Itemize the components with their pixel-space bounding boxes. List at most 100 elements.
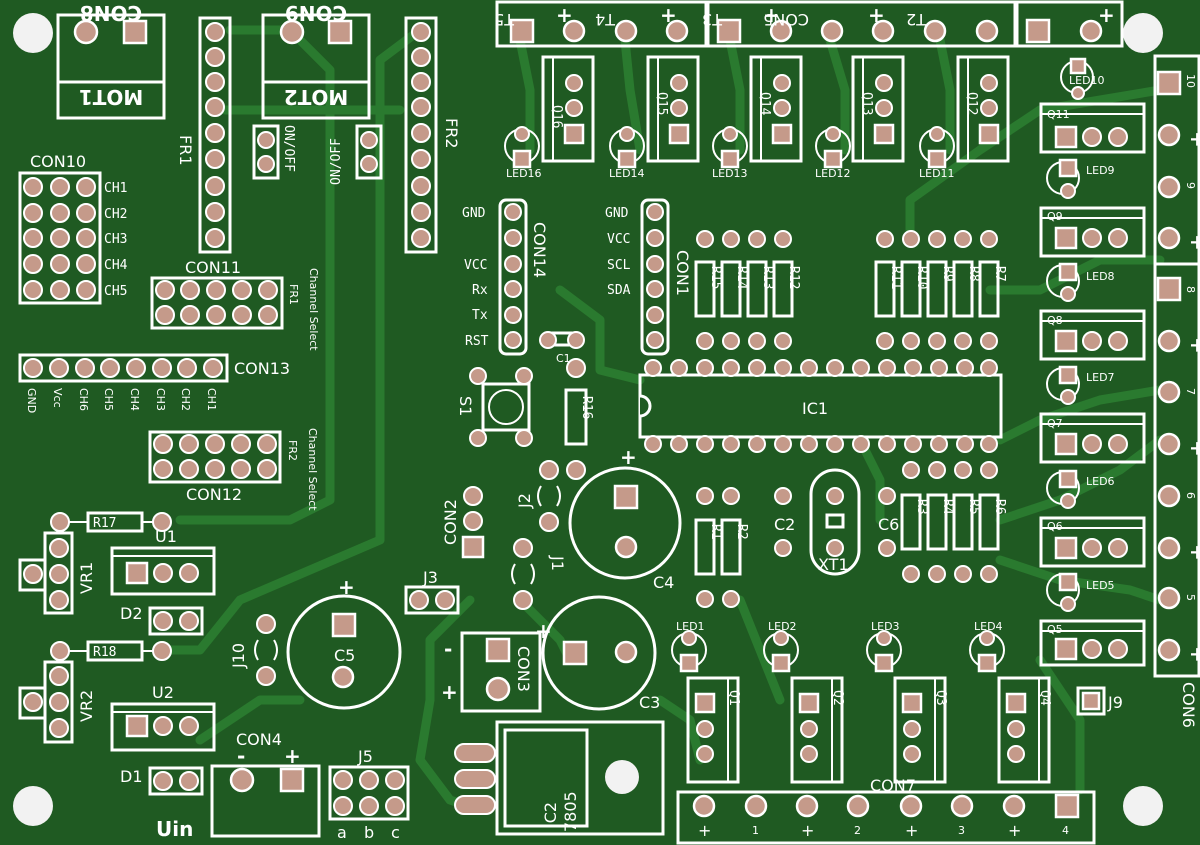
led16-label: LED16: [506, 167, 542, 180]
xt1-crystal: XT1: [809, 468, 861, 576]
q11-transistor: Q11: [1039, 102, 1146, 154]
mot2-label: MOT2: [284, 85, 348, 109]
r15-label: R15: [708, 266, 723, 289]
con6-label: CON6: [1179, 682, 1198, 728]
j9-label: J9: [1107, 693, 1123, 712]
con13-pin-ch5: CH5: [102, 388, 115, 411]
top-label-plus-4: +: [868, 3, 885, 27]
led5-label: LED5: [1086, 579, 1115, 592]
led11-label: LED11: [919, 167, 955, 180]
j2-jumper[interactable]: J2: [515, 460, 561, 532]
c1-r16: C1 R16: [539, 331, 594, 480]
q4-transistor: Q4: [997, 676, 1052, 784]
c5-label: C5: [334, 646, 355, 665]
con1-pin-scl: SCL: [607, 258, 631, 273]
con13-pin-gnd: GND: [25, 388, 38, 413]
j10-label: J10: [229, 643, 248, 669]
bottom-transistor-row: Q1 Q2 Q3 Q4: [686, 676, 1052, 784]
led7-label: LED7: [1086, 371, 1115, 384]
con14-pin-gnd: GND: [462, 206, 486, 221]
mot2-connector: CON9 MOT2: [261, 1, 371, 120]
con7-label: CON7: [870, 776, 916, 795]
led2-label: LED2: [768, 620, 797, 633]
j1-label: J1: [548, 555, 567, 571]
con9-label: CON9: [285, 1, 347, 25]
q8-label: Q8: [1047, 314, 1063, 327]
r14-label: R14: [734, 266, 749, 290]
c3-label: C3: [639, 693, 660, 712]
con2-label: CON2: [441, 499, 460, 545]
r1-label: R1: [708, 524, 723, 540]
ic2-part-label: 7805: [561, 791, 580, 832]
q8-transistor: Q8: [1039, 309, 1146, 361]
con12-label: CON12: [186, 485, 242, 504]
top-label-t4: T4: [595, 10, 616, 29]
c6-capacitor: C6: [878, 487, 899, 557]
on-off-switch-2[interactable]: ON/OFF: [329, 124, 383, 185]
con14-pin-vcc: VCC: [464, 258, 487, 273]
q14-label: Q14: [757, 92, 772, 116]
r6-label: R6: [992, 499, 1007, 515]
xt1-label: XT1: [818, 555, 849, 574]
s1-label: S1: [456, 396, 475, 416]
top-label-plus-5: +: [1098, 3, 1115, 27]
r10-label: R10: [914, 266, 929, 289]
con11-label: CON11: [185, 258, 241, 277]
q7-label: Q7: [1047, 417, 1063, 430]
led4-label: LED4: [974, 620, 1003, 633]
con3-plus: +: [441, 680, 458, 704]
con7-label-plus-3: +: [905, 821, 918, 840]
con6-connector: 10 + 9 + 8 + 7 + 6 + 5 + CON6: [1153, 54, 1200, 728]
on-off-label-1: ON/OFF: [281, 125, 296, 172]
c2-capacitor: C2: [774, 487, 795, 557]
j3-jumper[interactable]: J3: [404, 568, 460, 615]
con14-pin-tx: Tx: [472, 308, 488, 323]
r5-label: R5: [966, 499, 981, 515]
led3: LED3: [866, 620, 902, 673]
con13-pin-ch1: CH1: [205, 388, 218, 411]
led3-label: LED3: [871, 620, 900, 633]
top-transistor-row: Q16 Q15 Q14 Q13 Q12 LED16: [504, 55, 1010, 180]
led1: LED1: [671, 620, 707, 673]
j5-jumper[interactable]: J5 a b c: [328, 747, 410, 842]
ch2-label: CH2: [104, 207, 127, 222]
con13-header: CON13 GND Vcc CH6 CH5 CH4 CH3 CH2 CH1: [18, 353, 290, 413]
con10-header: CON10 CH1 CH2 CH3 CH4 CH5: [18, 152, 128, 305]
on-off-switch-1[interactable]: ON/OFF: [252, 124, 296, 180]
j10-jumper[interactable]: J10: [229, 614, 278, 686]
q5-label: Q5: [1047, 623, 1063, 636]
con8-label: CON8: [80, 1, 142, 25]
j5-pin-c: c: [391, 823, 400, 842]
d2-label: D2: [120, 604, 143, 623]
ch4-label: CH4: [104, 258, 128, 273]
con13-pin-ch2: CH2: [179, 388, 192, 411]
con13-pin-ch6: CH6: [77, 388, 90, 411]
c3-plus: +: [535, 619, 552, 643]
q1-label: Q1: [726, 690, 741, 706]
q12-transistor: Q12: [956, 55, 1010, 163]
con14-pin-rx: Rx: [472, 283, 488, 298]
j3-label: J3: [422, 568, 438, 587]
vr1-potentiometer[interactable]: VR1: [18, 531, 96, 615]
j1-jumper[interactable]: J1: [511, 538, 567, 610]
r8-label: R8: [966, 266, 981, 282]
s1-reset-button[interactable]: S1: [456, 367, 533, 447]
con2-header: CON2: [441, 486, 485, 559]
j9-jumper[interactable]: J9: [1076, 686, 1123, 716]
d1-diode: D1: [120, 766, 204, 796]
q13-label: Q13: [859, 92, 874, 115]
r1-r2: R1 R2: [694, 487, 749, 608]
vr2-label: VR2: [77, 690, 96, 722]
ic1-pins-bottom: [644, 435, 998, 453]
con14-header: GND VCC Rx Tx RST CON14: [462, 198, 549, 356]
vr2-potentiometer[interactable]: VR2: [18, 660, 96, 744]
r4-label: R4: [940, 499, 955, 515]
led12-label: LED12: [815, 167, 851, 180]
led1-label: LED1: [676, 620, 705, 633]
con7-label-4: 4: [1062, 824, 1069, 837]
mounting-hole-top-left: [13, 13, 53, 53]
con4-power-input: CON4 - + Uin: [156, 730, 321, 841]
led6: LED6: [1046, 469, 1115, 509]
q15-label: Q15: [654, 92, 669, 115]
con7-connector: CON7 + 1 + 2 + 3 + 4: [676, 776, 1096, 845]
